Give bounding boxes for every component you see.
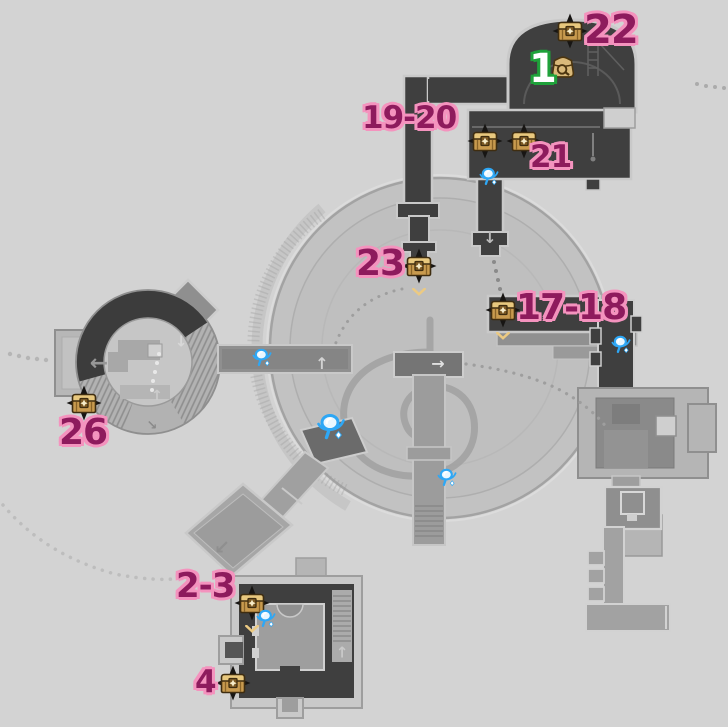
direction-arrow-5: → bbox=[431, 354, 445, 373]
label-21: 21 bbox=[530, 139, 572, 175]
east-complex bbox=[577, 387, 717, 503]
direction-arrow-8: ↑ bbox=[335, 643, 349, 662]
treasure-chest-icon--chest-22[interactable] bbox=[552, 13, 588, 49]
space-anchor-icon--anchor-room[interactable] bbox=[255, 607, 277, 629]
label-2-3: 2-3 bbox=[176, 566, 235, 606]
treasure-chest-icon--chest-2-3[interactable] bbox=[234, 585, 270, 621]
chevron-pointer-icon--chest-17-18 bbox=[496, 325, 510, 344]
treasure-chest-icon--chest-19[interactable] bbox=[467, 123, 503, 159]
southeast-structure bbox=[585, 485, 671, 632]
space-anchor-icon--anchor-upper[interactable] bbox=[478, 165, 500, 187]
direction-arrow-3: ↘ bbox=[146, 418, 158, 434]
west-ring bbox=[7, 278, 353, 435]
direction-arrow-7: ↙ bbox=[214, 536, 230, 559]
label-26: 26 bbox=[59, 412, 108, 453]
label-22: 22 bbox=[584, 7, 639, 53]
treasure-chest-icon--chest-20[interactable] bbox=[506, 123, 542, 159]
chevron-pointer-icon--chest-23 bbox=[412, 281, 426, 300]
space-anchor-icon--anchor-south[interactable] bbox=[436, 466, 458, 488]
space-anchor-icon--anchor-east[interactable] bbox=[610, 333, 632, 355]
direction-arrow-6: ↓ bbox=[483, 228, 497, 247]
label-23: 23 bbox=[356, 243, 405, 284]
direction-arrow-4: ↑ bbox=[315, 354, 329, 373]
direction-arrow-0: ← bbox=[89, 351, 109, 376]
space-anchor-large-icon--anchor-central[interactable] bbox=[315, 410, 347, 442]
label-1: 1 bbox=[529, 46, 557, 92]
label-17-18: 17-18 bbox=[516, 287, 627, 328]
dotted-trails bbox=[1, 287, 609, 582]
direction-arrow-2: ↑ bbox=[151, 388, 163, 404]
space-anchor-icon--anchor-west[interactable] bbox=[251, 346, 273, 368]
chevron-pointer-icon--chest-2-3 bbox=[245, 618, 259, 637]
direction-arrow-1: ↓ bbox=[174, 332, 188, 351]
treasure-mission-icon--treasure-mission-1[interactable] bbox=[548, 53, 578, 83]
label-4: 4 bbox=[195, 664, 217, 700]
treasure-chest-icon--chest-17-18[interactable] bbox=[485, 292, 521, 328]
treasure-chest-icon--chest-4[interactable] bbox=[215, 665, 251, 701]
south-complex bbox=[184, 416, 369, 719]
treasure-chest-icon--chest-26[interactable] bbox=[66, 385, 102, 421]
label-19-20: 19-20 bbox=[362, 100, 457, 136]
treasure-chest-icon--chest-23[interactable] bbox=[401, 248, 437, 284]
